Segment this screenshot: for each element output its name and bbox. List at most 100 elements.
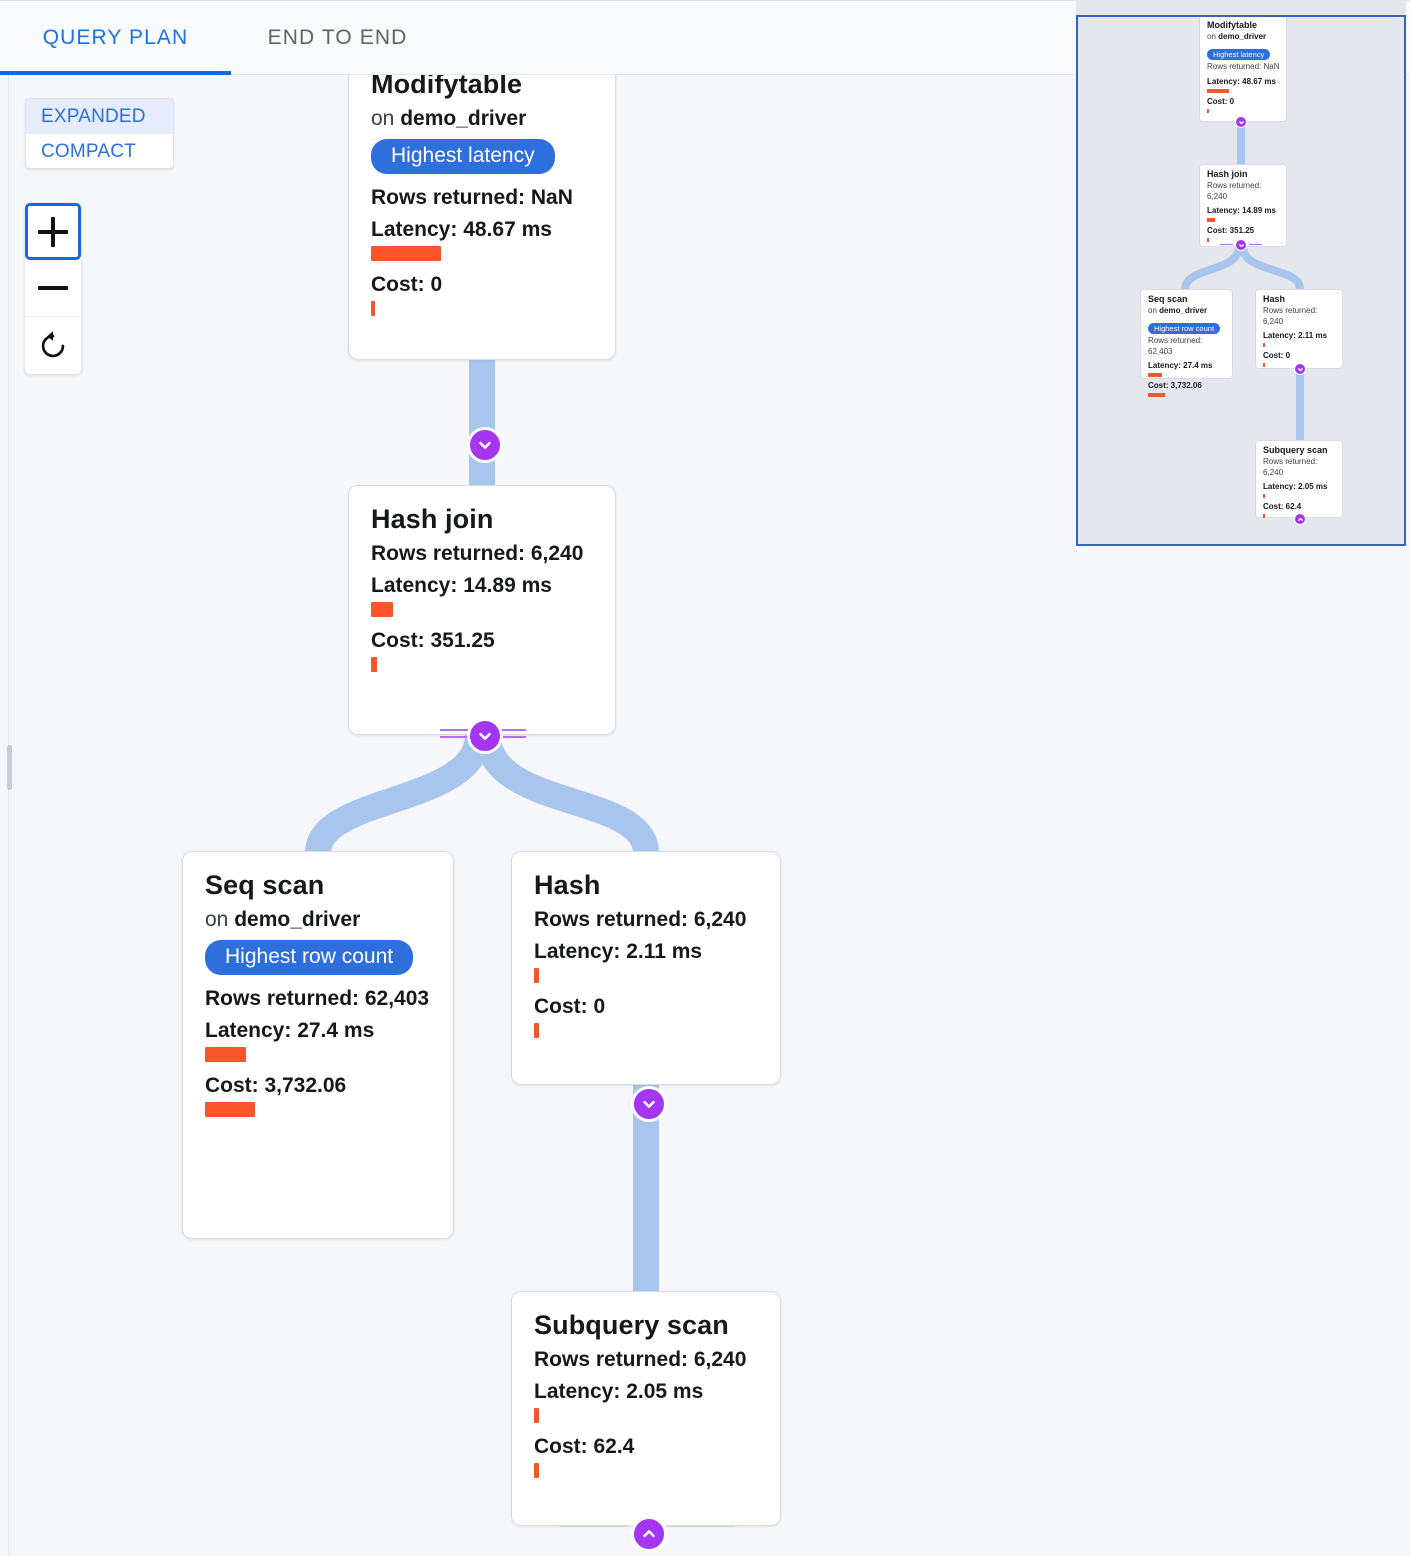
minimap-toggle-subquery-scan[interactable]	[1294, 513, 1306, 525]
minimap-cost-metric: Cost: 351.25	[1207, 225, 1255, 235]
minimap-node-hash[interactable]: Hash Rows returned: 6,240 Latency: 2.11 …	[1255, 289, 1343, 369]
rows-returned-metric: Rows returned: 6,240	[534, 907, 747, 931]
minimap-rows-metric: Rows returned: 6,240	[1263, 457, 1318, 477]
minimap-node-title: Seq scan	[1148, 294, 1188, 304]
minimap-viewport: Modifytable on demo_driver Highest laten…	[1078, 17, 1404, 544]
minimap-latency-bar	[1148, 373, 1162, 378]
toggle-children-subquery-scan[interactable]	[631, 1516, 667, 1552]
minimap-toggle-hash-join[interactable]	[1235, 239, 1247, 251]
status-badge: Highest latency	[371, 138, 555, 174]
minimap-toggle-modifytable[interactable]	[1235, 116, 1247, 128]
minimap-latency-metric: Latency: 2.05 ms	[1263, 482, 1328, 492]
minimap-node-hash-join[interactable]: Hash join Rows returned: 6,240 Latency: …	[1199, 164, 1287, 247]
relation-name: demo_driver	[234, 907, 361, 931]
tab-end-to-end[interactable]: END TO END	[231, 1, 444, 75]
minimap-toggle-connector-lines	[1220, 242, 1262, 246]
minimap-status-badge: Highest row count	[1148, 322, 1221, 335]
minimap-latency-metric: Latency: 27.4 ms	[1148, 361, 1213, 371]
cost-bar	[371, 301, 375, 316]
minimap-cost-bar	[1148, 392, 1165, 397]
minimap-node-relation: on demo_driver	[1207, 32, 1280, 42]
minimap-rows-metric: Rows returned: 6,240	[1207, 181, 1262, 201]
toggle-connector-lines-subquery-scan	[560, 1524, 735, 1528]
minimap-node-title: Hash	[1263, 294, 1286, 304]
toggle-children-hash[interactable]	[631, 1086, 667, 1122]
vertical-scrollbar-thumb[interactable]	[7, 745, 12, 790]
layout-mode-compact[interactable]: COMPACT	[26, 134, 173, 168]
zoom-out-button[interactable]	[25, 260, 81, 317]
relation-name: demo_driver	[400, 106, 527, 130]
minimap-node-modifytable[interactable]: Modifytable on demo_driver Highest laten…	[1199, 17, 1287, 122]
plan-node-modifytable[interactable]: Modifytable on demo_driver Highest laten…	[348, 75, 616, 360]
minimap-latency-metric: Latency: 48.67 ms	[1207, 76, 1276, 86]
minimap-rows-metric: Rows returned: 62,403	[1148, 336, 1203, 356]
latency-bar	[534, 1407, 539, 1423]
cost-metric: Cost: 3,732.06	[205, 1074, 347, 1097]
layout-mode-compact-label: COMPACT	[41, 140, 136, 162]
chevron-down-icon	[479, 732, 491, 740]
minimap-edges	[1181, 122, 1304, 442]
tab-query-plan-label: QUERY PLAN	[42, 26, 189, 49]
latency-metric: Latency: 14.89 ms	[371, 573, 552, 597]
layout-mode-expanded-label: EXPANDED	[41, 105, 146, 127]
plan-node-hash-join[interactable]: Hash join Rows returned: 6,240 Latency: …	[348, 485, 616, 735]
zoom-controls	[25, 203, 81, 374]
minimap-rows-metric: Rows returned: 6,240	[1263, 306, 1318, 326]
plan-node-hash[interactable]: Hash Rows returned: 6,240 Latency: 2.11 …	[511, 851, 781, 1085]
minimap-latency-bar	[1263, 342, 1265, 347]
minimap-cost-metric: Cost: 0	[1207, 96, 1235, 106]
cost-bar	[371, 656, 377, 672]
minimap-latency-metric: Latency: 2.11 ms	[1263, 331, 1328, 341]
minimap-latency-metric: Latency: 14.89 ms	[1207, 206, 1276, 216]
minimap-cost-bar	[1207, 237, 1209, 242]
minimap[interactable]: Modifytable on demo_driver Highest laten…	[1076, 15, 1406, 546]
status-badge: Highest row count	[205, 939, 414, 975]
rows-returned-metric: Rows returned: NaN	[371, 186, 573, 209]
plan-canvas[interactable]: EXPANDED COMPACT Modifytable	[0, 75, 1410, 1556]
latency-bar	[371, 601, 393, 617]
plan-node-title: Hash join	[371, 504, 494, 534]
chevron-down-icon	[643, 1100, 655, 1108]
latency-metric: Latency: 2.05 ms	[534, 1379, 704, 1403]
latency-bar	[371, 246, 441, 261]
plan-node-subquery-scan[interactable]: Subquery scan Rows returned: 6,240 Laten…	[511, 1291, 781, 1526]
cost-bar	[534, 1462, 539, 1478]
minimap-cost-bar	[1263, 513, 1265, 518]
plan-node-relation: on demo_driver	[205, 908, 431, 932]
toggle-children-hash-join[interactable]	[467, 718, 503, 754]
plan-node-title: Modifytable	[371, 75, 523, 99]
latency-metric: Latency: 48.67 ms	[371, 218, 552, 241]
plan-node-title: Seq scan	[205, 870, 325, 900]
cost-metric: Cost: 62.4	[534, 1434, 635, 1458]
minimap-latency-bar	[1207, 217, 1215, 222]
minimap-status-badge: Highest latency	[1207, 48, 1271, 61]
minimap-node-title: Hash join	[1207, 169, 1248, 179]
latency-metric: Latency: 2.11 ms	[534, 939, 703, 963]
toggle-connector-lines-hash-join	[440, 725, 526, 743]
minimap-toggle-hash[interactable]	[1294, 363, 1306, 375]
latency-metric: Latency: 27.4 ms	[205, 1019, 375, 1042]
toggle-children-modifytable[interactable]	[467, 427, 503, 463]
plan-node-seq-scan[interactable]: Seq scan on demo_driver Highest row coun…	[182, 851, 454, 1239]
minimap-node-subquery-scan[interactable]: Subquery scan Rows returned: 6,240 Laten…	[1255, 440, 1343, 518]
layout-mode-expanded[interactable]: EXPANDED	[26, 99, 173, 134]
minimap-top-strip	[1076, 0, 1406, 15]
minimap-node-seq-scan[interactable]: Seq scan on demo_driver Highest row coun…	[1140, 289, 1233, 397]
zoom-in-button[interactable]	[25, 203, 81, 260]
cost-metric: Cost: 0	[534, 994, 606, 1018]
cost-bar	[205, 1102, 255, 1117]
latency-bar	[205, 1047, 246, 1062]
relation-name: demo_driver	[1218, 32, 1267, 42]
plan-node-title: Hash	[534, 870, 601, 900]
tab-query-plan[interactable]: QUERY PLAN	[0, 1, 231, 75]
chevron-down-icon	[479, 441, 491, 449]
tab-end-to-end-label: END TO END	[267, 26, 408, 49]
plan-node-title: Subquery scan	[534, 1310, 729, 1340]
chevron-up-icon	[643, 1530, 655, 1538]
plan-edges	[305, 360, 659, 1293]
reset-view-button[interactable]	[25, 317, 81, 374]
rotate-counterclockwise-icon	[41, 330, 65, 357]
on-prefix: on	[205, 907, 235, 931]
cost-metric: Cost: 351.25	[371, 628, 495, 652]
